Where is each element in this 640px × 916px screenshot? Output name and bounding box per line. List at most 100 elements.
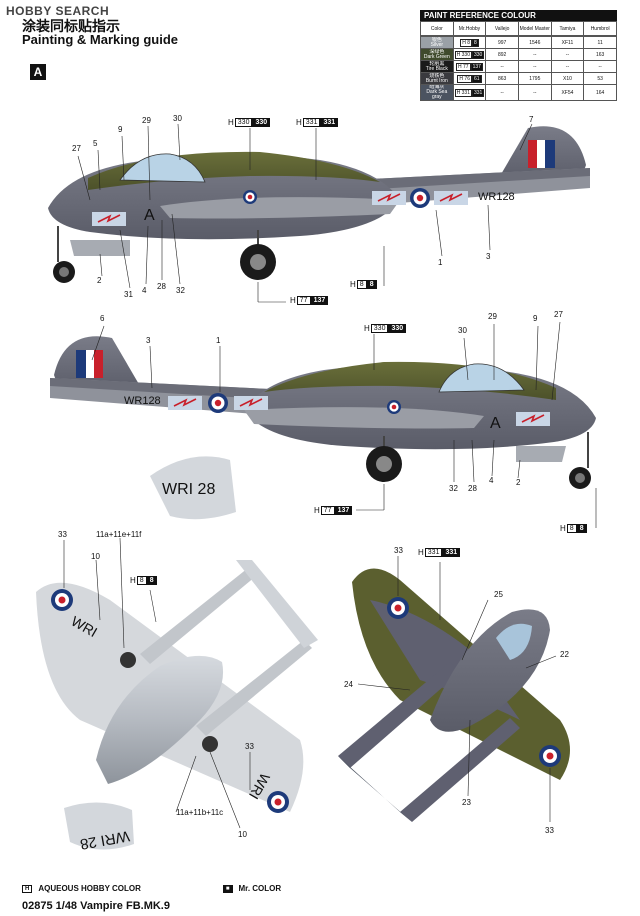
serial-insert: [150, 456, 236, 520]
callout-number: 33: [58, 530, 67, 539]
callout-number: 31: [124, 290, 133, 299]
kit-title: 02875 1/48 Vampire FB.MK.9: [22, 900, 170, 912]
paint-name-cn: 烧铁色: [429, 72, 445, 79]
code-letter: A: [490, 415, 501, 432]
callout-number: 10: [238, 830, 247, 839]
callout-number: 1: [438, 258, 443, 267]
callout-number: 33: [245, 742, 254, 751]
callout-label: 11a+11b+11c: [176, 808, 224, 817]
paint-code-vallejo: --: [485, 84, 519, 101]
mr-color-icon: ■: [222, 884, 233, 893]
legend-mr-color: Mr. COLOR: [238, 884, 282, 893]
column-header: Vallejo: [485, 21, 519, 36]
callout-number: 3: [486, 252, 491, 261]
side-view-right: A WR128: [50, 321, 597, 528]
callout-number: 2: [97, 276, 102, 285]
callout-number: 1: [216, 336, 221, 345]
paint-code-humbrol: 164: [583, 84, 617, 101]
callout-number: 32: [176, 286, 185, 295]
callout-number: 6: [100, 314, 105, 323]
paint-name: Burnt Iron: [425, 77, 448, 84]
page-title: Painting & Marking guide: [22, 32, 179, 47]
side-view-left: A WR128: [48, 123, 590, 303]
callout-number: 25: [494, 590, 503, 599]
code-letter: A: [144, 207, 155, 224]
callout-number: 7: [529, 115, 534, 124]
scheme-letter-badge: A: [30, 64, 46, 80]
legend: H AQUEOUS HOBBY COLOR ■ Mr. COLOR: [22, 884, 281, 893]
callout-number: 33: [545, 826, 554, 835]
aqueous-color-icon: H: [22, 884, 33, 893]
serial-number: WR128: [124, 395, 161, 407]
callout-number: 28: [468, 484, 477, 493]
paint-name: Dark Sea gray: [426, 89, 448, 100]
paint-name-cn: 轮胎黑: [429, 60, 445, 67]
callout-number: 22: [560, 650, 569, 659]
callout-number: 29: [142, 116, 151, 125]
serial-number: WR128: [478, 191, 515, 203]
callout-number: 28: [157, 282, 166, 291]
paint-code-tamiya: XF54: [550, 84, 585, 101]
callout-number: 3: [146, 336, 151, 345]
title-chinese: 涂装同标贴指示: [22, 18, 120, 34]
callout-number: 2: [516, 478, 521, 487]
serial-insert-text: WRI 28: [162, 481, 215, 498]
callout-number: 10: [91, 552, 100, 561]
callout-number: 30: [458, 326, 467, 335]
callout-label: 11a+11e+11f: [96, 530, 142, 539]
paint-reference-title: PAINT REFERENCE COLOUR: [420, 10, 617, 21]
column-header: Color: [420, 21, 454, 36]
callout-number: 23: [462, 798, 471, 807]
callout-number: 24: [344, 680, 353, 689]
callout-number: 9: [118, 125, 123, 134]
column-header: Mr.Hobby: [452, 21, 487, 36]
callout-number: 9: [533, 314, 538, 323]
callout-number: 29: [488, 312, 497, 321]
paint-name-cn: 深绿色: [429, 48, 445, 55]
canopy: [119, 153, 206, 183]
paint-name: Tire Black: [425, 65, 448, 72]
callout-number: 33: [394, 546, 403, 555]
paint-reference-table: PAINT REFERENCE COLOUR Color Mr.Hobby Va…: [420, 10, 617, 101]
watermark: HOBBY SEARCH: [6, 4, 110, 18]
paint-name: Dark Green: [423, 53, 450, 60]
callout-number: 4: [489, 476, 494, 485]
paint-code-mm: --: [517, 84, 552, 101]
bottom-view: WRI WRI: [36, 537, 318, 829]
callout-number: 32: [449, 484, 458, 493]
column-header: Humbrol: [583, 21, 617, 36]
callout-number: 30: [173, 114, 182, 123]
paint-name: Silver: [430, 41, 444, 48]
callout-number: 4: [142, 286, 147, 295]
fin-flash: [528, 140, 537, 168]
paint-name-cn: 暗海灰: [429, 84, 445, 90]
column-header: Model Master: [517, 21, 552, 36]
legend-aqueous: AQUEOUS HOBBY COLOR: [38, 884, 141, 893]
callout-number: 27: [72, 144, 81, 153]
paint-code-mm: 1546: [517, 36, 552, 49]
paint-name-cn: 银色: [431, 36, 442, 43]
callout-number: 5: [93, 139, 98, 148]
callout-number: 27: [554, 310, 563, 319]
paint-reference-header-row: Color Mr.Hobby Vallejo Model Master Tami…: [420, 21, 617, 36]
top-view: [338, 556, 570, 822]
